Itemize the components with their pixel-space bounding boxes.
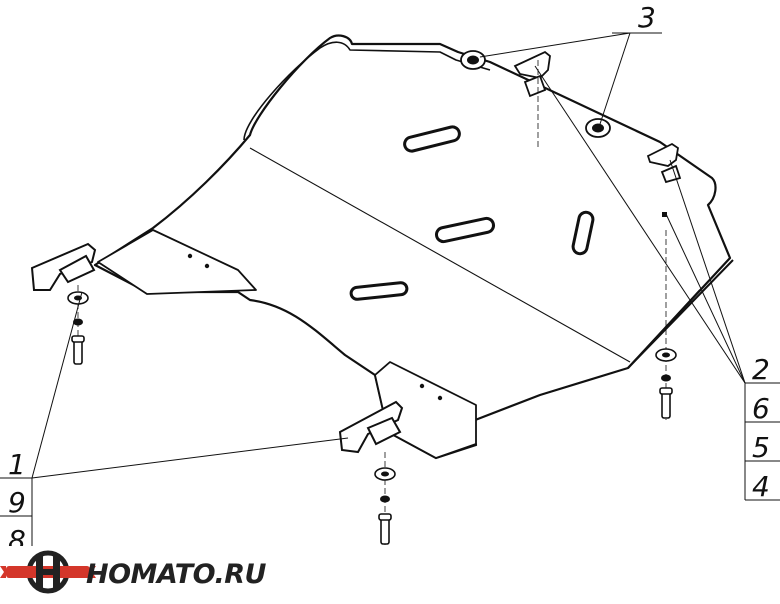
bolt-stack-right (655, 230, 677, 420)
callout-label-2: 2 (752, 353, 770, 386)
left-bracket-panel (97, 229, 257, 295)
hook-bracket-front (338, 400, 404, 454)
skid-plate-right-rail (627, 259, 734, 369)
spring-washer-front (380, 495, 390, 503)
clip-bracket-top (513, 50, 551, 98)
callout-3: 3 (638, 1, 656, 34)
callout-label-9: 9 (8, 486, 26, 519)
bolt-stack-front (374, 452, 396, 545)
rubber-grommet-right (585, 118, 611, 138)
callout-label-3: 3 (638, 1, 656, 34)
callout-label-4: 4 (752, 470, 770, 503)
spring-washer-right (661, 374, 671, 382)
hook-bracket-left (30, 242, 97, 291)
bolt-stack-left (67, 285, 89, 365)
slot-holes (349, 125, 595, 301)
skid-plate-fold-line (249, 147, 631, 363)
skid-plate-front-bend (243, 41, 491, 141)
logo-wordmark: HOMATO.RU (86, 559, 267, 590)
mounting-hardware (30, 50, 682, 454)
callout-stack-right (744, 382, 780, 501)
callout-label-5: 5 (752, 431, 770, 464)
callout-label-6: 6 (752, 392, 770, 425)
rubber-grommet-top (460, 50, 486, 70)
homato-logo: HOMATO.RU (0, 546, 267, 600)
logo-emblem-icon (0, 550, 96, 594)
spring-washer-left (73, 318, 83, 326)
leader-lines (31, 32, 746, 479)
callout-label-1: 1 (8, 448, 26, 481)
skid-plate (93, 34, 734, 460)
skid-plate-outline (93, 34, 732, 460)
